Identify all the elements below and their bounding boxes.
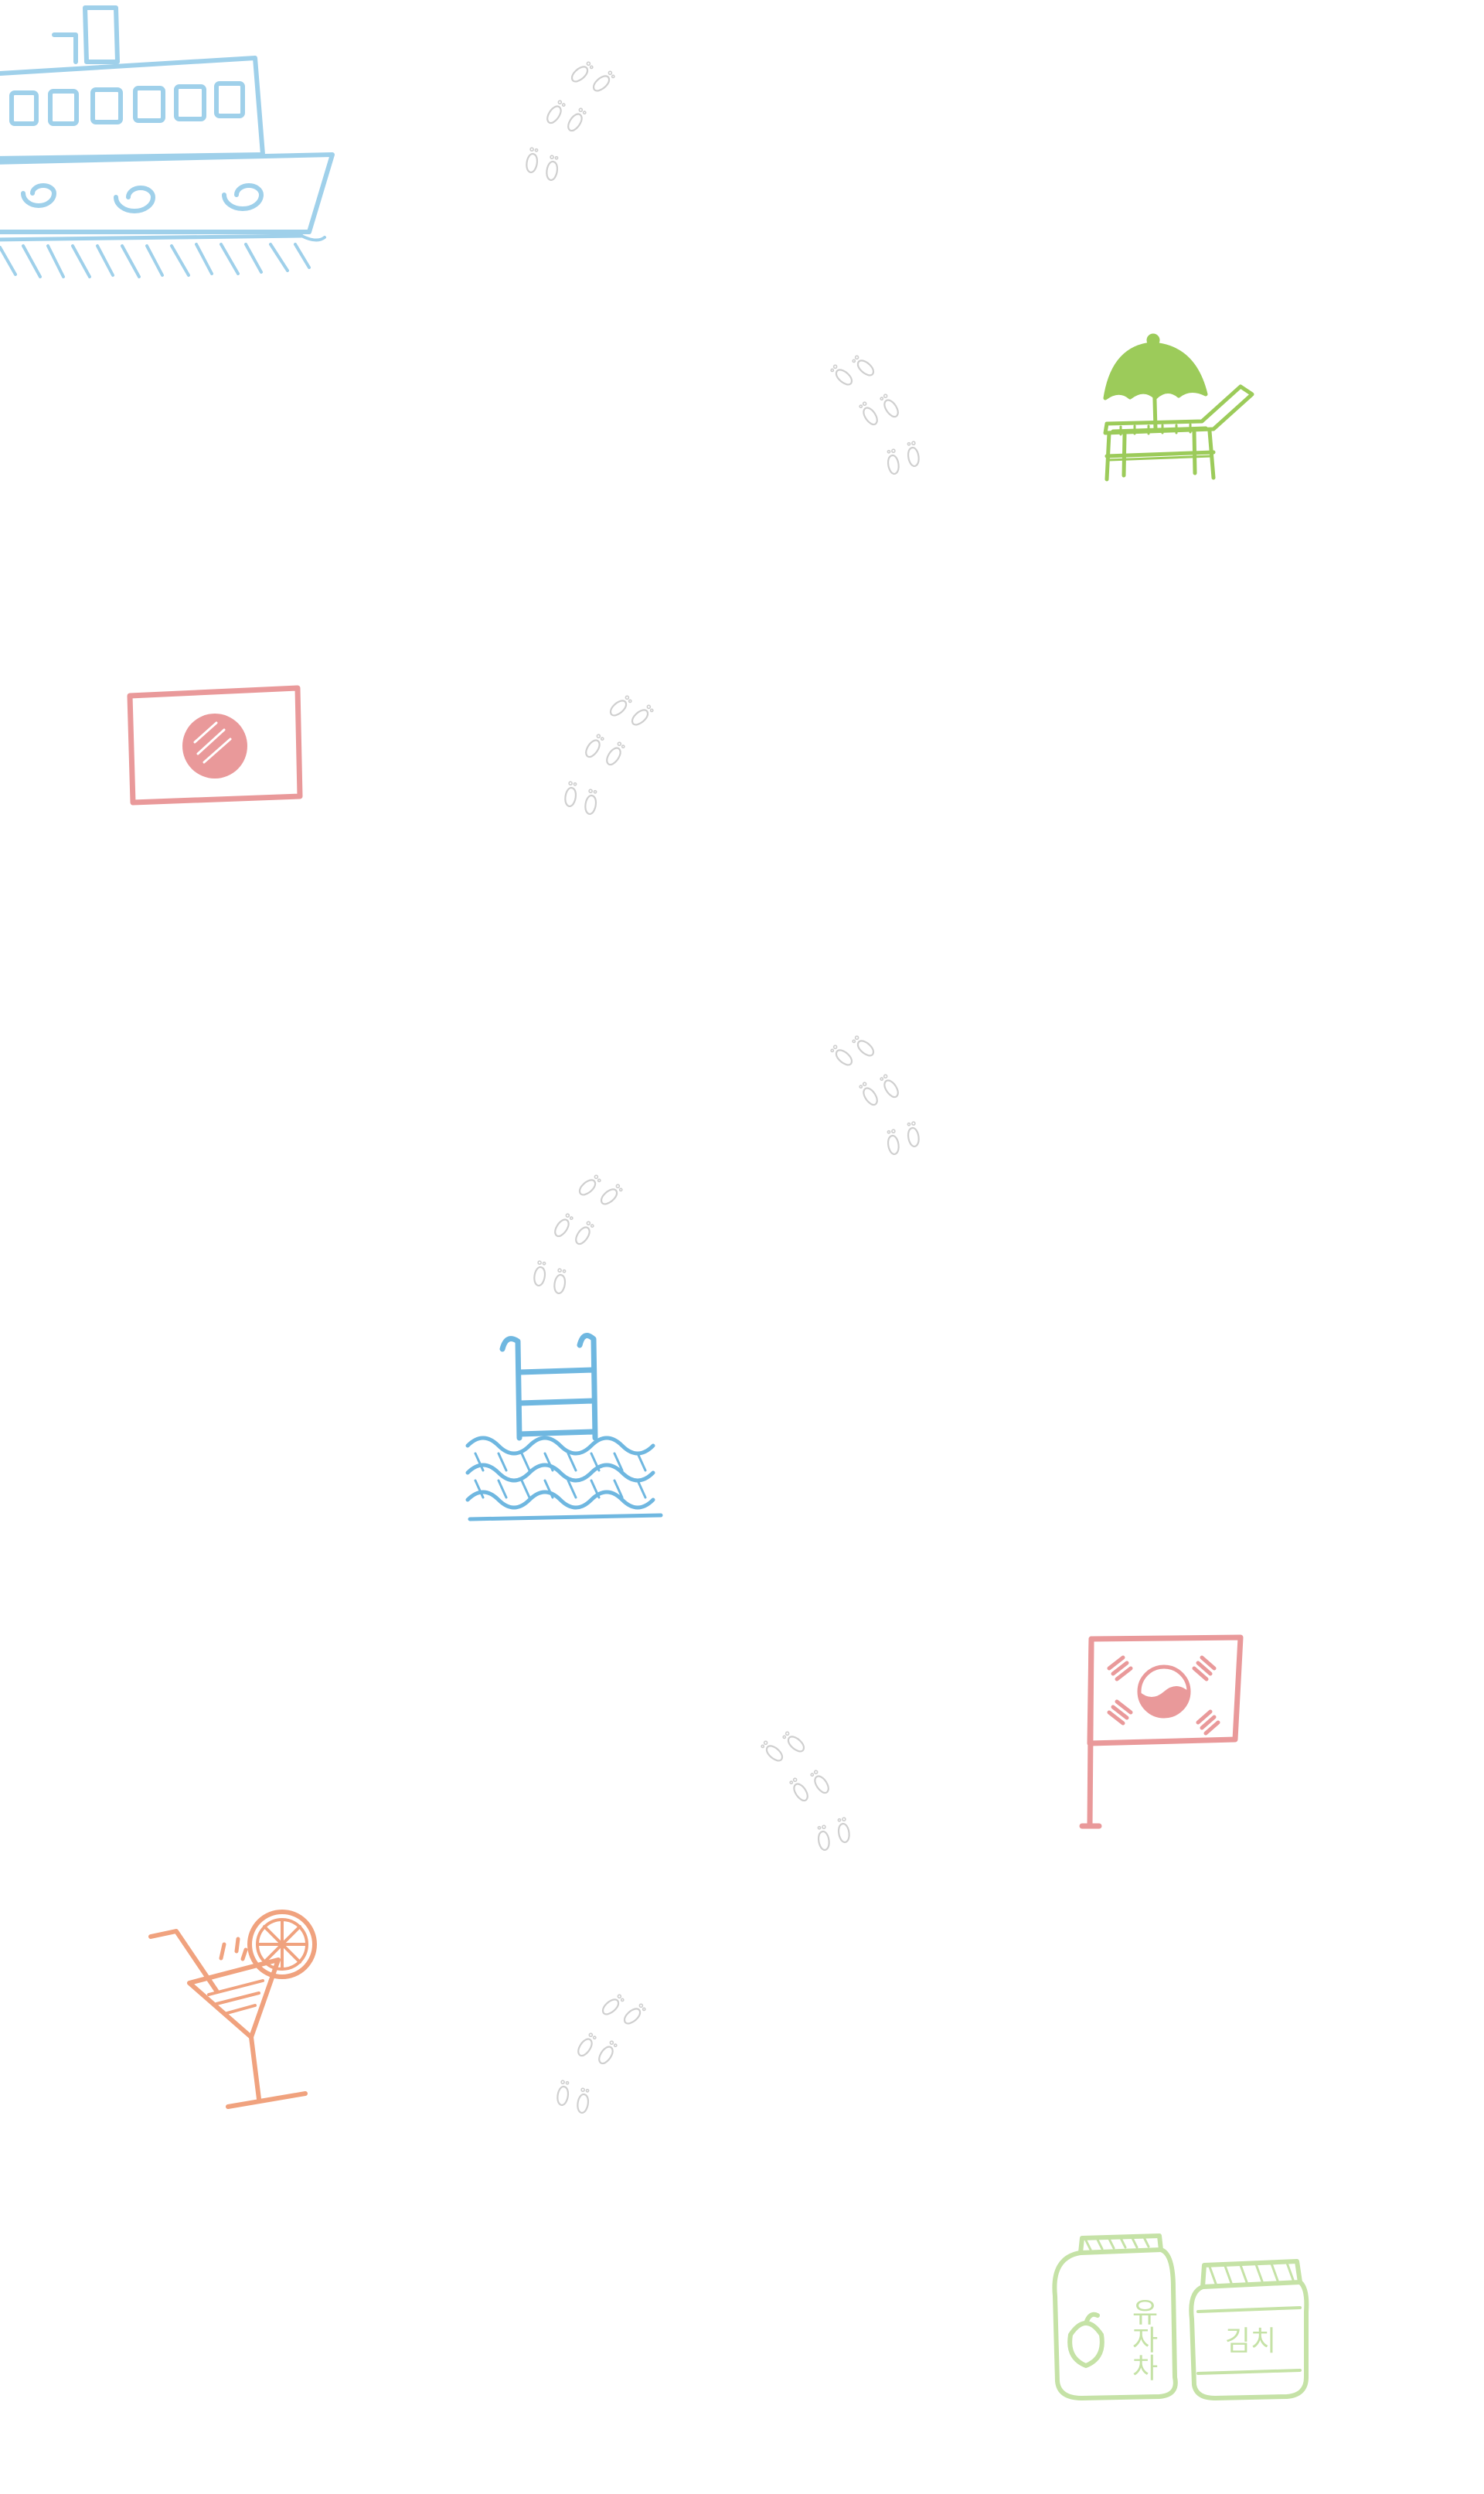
footprints-icon <box>556 688 672 843</box>
footprints-icon <box>812 348 928 503</box>
pool-ladder-icon <box>464 1330 672 1531</box>
korea-flag-icon <box>1079 1623 1252 1840</box>
jars-icon: 유자차 김치 <box>1051 2227 1314 2404</box>
footprints-icon <box>812 1028 928 1183</box>
footprints-icon <box>526 1167 642 1322</box>
footprints-icon <box>549 1987 665 2141</box>
beach-chair-umbrella-icon <box>1098 332 1260 495</box>
japan-flag-icon <box>124 680 309 819</box>
footprints-icon <box>518 54 634 209</box>
jar-right-label: 김치 <box>1225 2325 1276 2357</box>
jar-left-label: 유자차 <box>1127 2298 1159 2381</box>
cocktail-icon <box>147 1902 325 2126</box>
footprints-icon <box>742 1724 858 1879</box>
ship-icon <box>0 0 348 294</box>
